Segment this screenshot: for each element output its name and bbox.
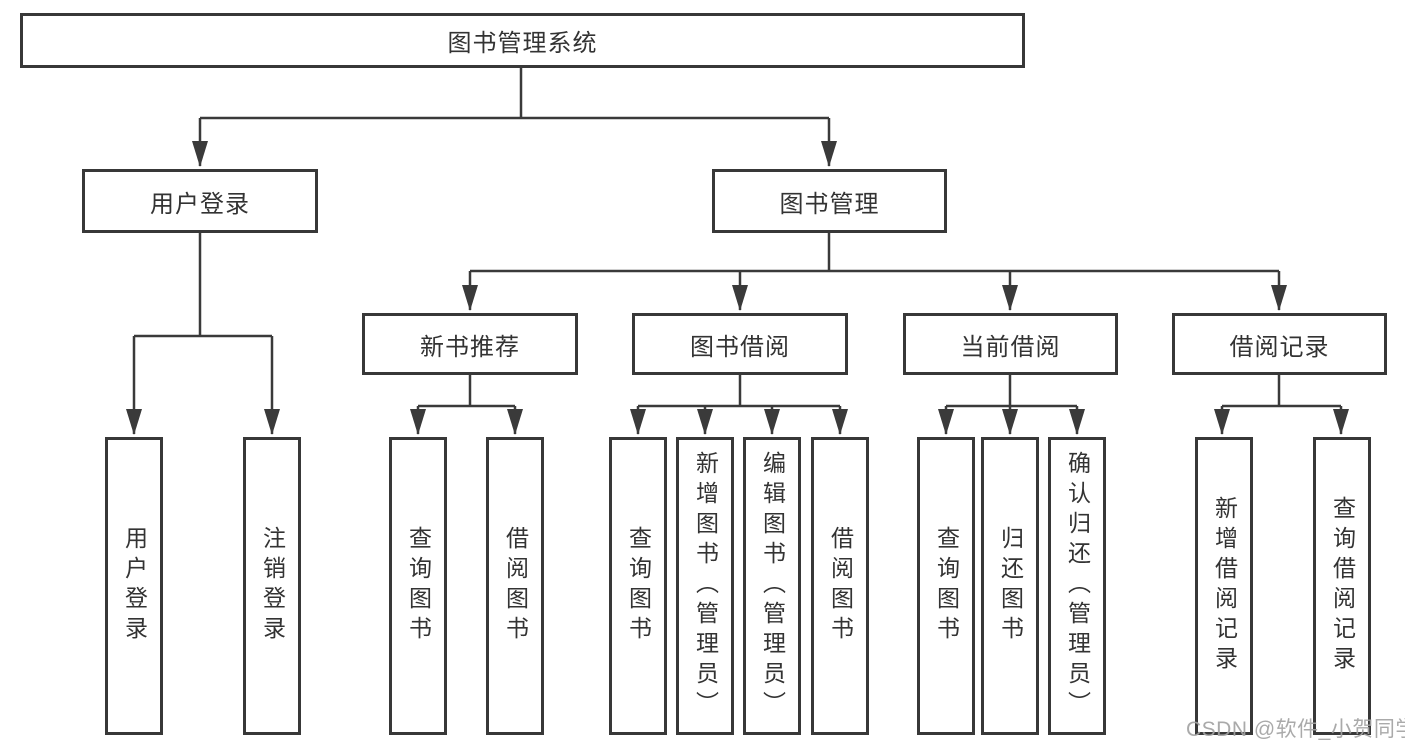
node-current-borrowing: 当前借阅: [903, 313, 1118, 375]
node-book-management: 图书管理: [712, 169, 947, 233]
leaf-current-query-books: 查询图书: [917, 437, 975, 735]
node-user-login: 用户登录: [82, 169, 318, 233]
leaf-records-query-borrow-record: 查询借阅记录: [1313, 437, 1371, 735]
node-book-borrowing: 图书借阅: [632, 313, 848, 375]
leaf-current-confirm-return-admin: 确认归还（管理员）: [1048, 437, 1106, 735]
leaf-logout: 注销登录: [243, 437, 301, 735]
leaf-borrowing-borrow-books: 借阅图书: [811, 437, 869, 735]
node-borrowing-records: 借阅记录: [1172, 313, 1387, 375]
leaf-borrowing-query-books: 查询图书: [609, 437, 667, 735]
csdn-watermark: CSDN @软件_小贺同学: [1186, 718, 1405, 741]
leaf-current-return-books: 归还图书: [981, 437, 1039, 735]
leaf-recommend-query-books: 查询图书: [389, 437, 447, 735]
leaf-records-add-borrow-record: 新增借阅记录: [1195, 437, 1253, 735]
leaf-borrowing-edit-books-admin: 编辑图书（管理员）: [743, 437, 801, 735]
node-library-system: 图书管理系统: [20, 13, 1025, 68]
node-new-book-recommend: 新书推荐: [362, 313, 578, 375]
leaf-borrowing-add-books-admin: 新增图书（管理员）: [676, 437, 734, 735]
leaf-user-login: 用户登录: [105, 437, 163, 735]
leaf-recommend-borrow-books: 借阅图书: [486, 437, 544, 735]
